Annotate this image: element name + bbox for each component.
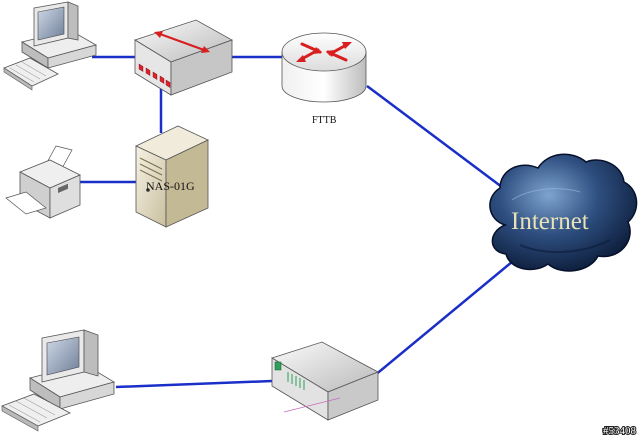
desktop-computer-icon (1, 329, 116, 432)
link-modem-internet (367, 251, 525, 382)
internet-label: Internet (511, 208, 589, 235)
watermark-label: #53408 (603, 425, 637, 437)
links (78, 55, 525, 389)
link-router-internet (366, 84, 515, 198)
nas-label: NAS-01G (146, 179, 195, 193)
internet-cloud-icon (489, 153, 638, 272)
link-pc-modem (115, 379, 273, 389)
nas-server-icon (135, 125, 209, 228)
router-icon (281, 32, 367, 103)
modem-icon (271, 341, 379, 421)
network-switch-icon (134, 19, 233, 96)
desktop-computer-icon (3, 1, 98, 91)
printer-icon (5, 145, 81, 219)
fttb-label: FTTB (312, 115, 337, 126)
